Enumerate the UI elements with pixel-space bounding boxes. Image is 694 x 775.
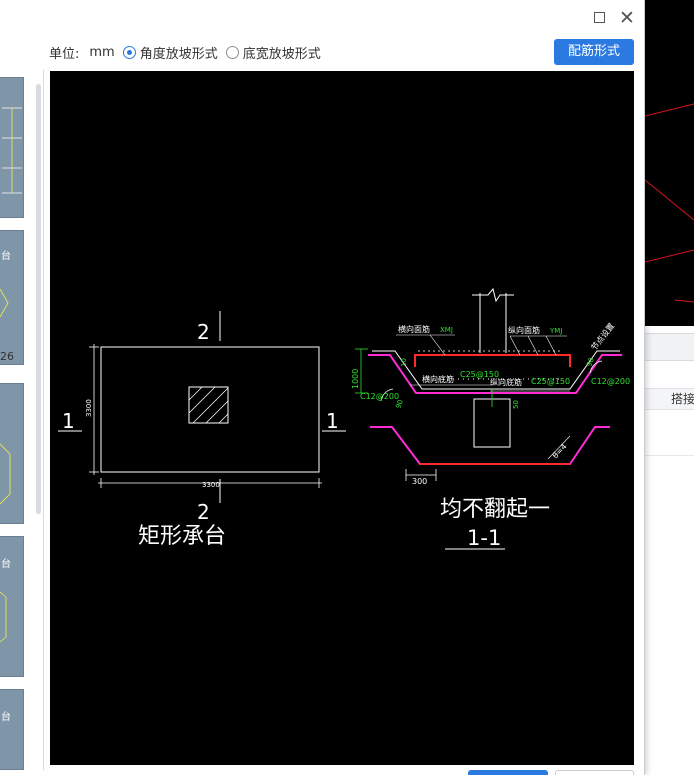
background-cad-lines <box>645 103 694 303</box>
thumbnail-drawing <box>2 107 22 194</box>
code-long-top: YMJ <box>549 327 562 335</box>
label-top-bar: 横向面筋 <box>398 324 430 334</box>
section-mark-bottom: 2 <box>197 500 210 524</box>
label-long-top: 纵向面筋 <box>508 325 540 335</box>
dim-cover: 10 <box>400 358 408 367</box>
unit-toolbar: 单位: mm 角度放坡形式 底宽放坡形式 <box>49 40 329 64</box>
dim-width: 3300 <box>202 481 220 489</box>
unit-label: 单位: <box>49 46 80 62</box>
spec-long-bottom: C25@150 <box>531 377 570 386</box>
radio-width-slope-indicator[interactable] <box>225 45 239 59</box>
label-long-bottom: 纵向底筋 <box>490 377 522 387</box>
radio-width-slope[interactable]: 底宽放坡形式 <box>225 43 321 62</box>
radio-angle-slope-label: 角度放坡形式 <box>139 46 218 62</box>
slope-label: θ=4 <box>551 442 569 460</box>
background-app: 搭接 <box>645 0 694 775</box>
thumbnail-scrollbar[interactable] <box>36 84 41 514</box>
section-id: 1-1 <box>467 526 501 550</box>
background-column-header: 搭接 <box>645 388 694 410</box>
config-form-button[interactable]: 配筋形式 <box>554 39 634 65</box>
section-title: 均不翻起一 <box>440 497 550 522</box>
dim-bottom-width: 300 <box>412 477 427 486</box>
thumbnail-item[interactable]: 台 <box>0 230 24 365</box>
column-outline <box>188 386 229 424</box>
ok-button[interactable] <box>468 770 548 775</box>
thumbnail-drawing <box>0 443 11 505</box>
thumbnail-item[interactable] <box>0 77 24 218</box>
background-cad-view[interactable] <box>645 0 694 326</box>
thumbnail-item[interactable]: 台 <box>0 689 24 770</box>
cancel-button[interactable] <box>555 770 634 775</box>
label-bottom-bar: 横向底筋 <box>422 374 454 384</box>
thumbnail-item[interactable] <box>0 383 24 524</box>
close-button[interactable]: ✕ <box>617 8 637 28</box>
spec-side-right: C12@200 <box>591 377 630 386</box>
column-hatch <box>188 386 229 424</box>
plan-title: 矩形承台 <box>138 524 226 549</box>
label-node-setting: 节点设置 <box>589 321 617 352</box>
drawing-canvas[interactable]: 2 2 1 1 3300 3300 矩形承台 <box>50 71 634 765</box>
section-mark-top: 2 <box>197 320 210 344</box>
thumbnail-drawing: 台 <box>0 249 11 318</box>
thumbnail-label: 26 <box>0 350 14 363</box>
dim-depth: 1000 <box>351 369 360 389</box>
maximize-button[interactable] <box>589 8 609 28</box>
cad-drawing: 2 2 1 1 3300 3300 矩形承台 <box>58 287 630 550</box>
svg-text:台: 台 <box>1 249 11 262</box>
thumbnail-drawing: 台 <box>0 557 11 643</box>
dim-height: 3300 <box>85 399 93 417</box>
section-mark-right: 1 <box>326 409 339 433</box>
radio-angle-slope-indicator[interactable] <box>122 45 136 59</box>
section-view: 横向面筋 XMJ 纵向面筋 YMJ 节点设置 横向底筋 C25@150 纵向底筋… <box>351 287 630 550</box>
background-table-row <box>645 410 694 456</box>
thumbnail-drawing: 台 <box>1 710 11 723</box>
spec-side-left: C12@200 <box>360 392 399 401</box>
spec-bottom-bar: C25@150 <box>460 370 499 379</box>
section-mark-left: 1 <box>62 409 75 433</box>
maximize-icon <box>593 11 605 23</box>
svg-text:台: 台 <box>1 557 11 570</box>
plan-view: 2 2 1 1 3300 3300 矩形承台 <box>58 311 346 549</box>
unit-value: mm <box>89 44 115 60</box>
svg-text:台: 台 <box>1 710 11 723</box>
dim-embed: 50 <box>512 400 520 409</box>
radio-angle-slope[interactable]: 角度放坡形式 <box>122 43 218 62</box>
thumbnail-item[interactable]: 台 <box>0 536 24 677</box>
background-toolbar-strip <box>645 333 694 361</box>
cap-outline <box>100 346 320 473</box>
dim-angle-left: 90 <box>394 399 405 410</box>
dim-angle-right: 90 <box>585 357 596 368</box>
rebar-config-dialog: ✕ 单位: mm 角度放坡形式 底宽放坡形式 配筋形式 <box>0 0 645 775</box>
thumbnail-list: 台 26 台 台 <box>0 70 44 770</box>
code-top-bar: XMJ <box>440 326 453 334</box>
radio-width-slope-label: 底宽放坡形式 <box>242 46 321 62</box>
close-icon: ✕ <box>619 7 635 29</box>
